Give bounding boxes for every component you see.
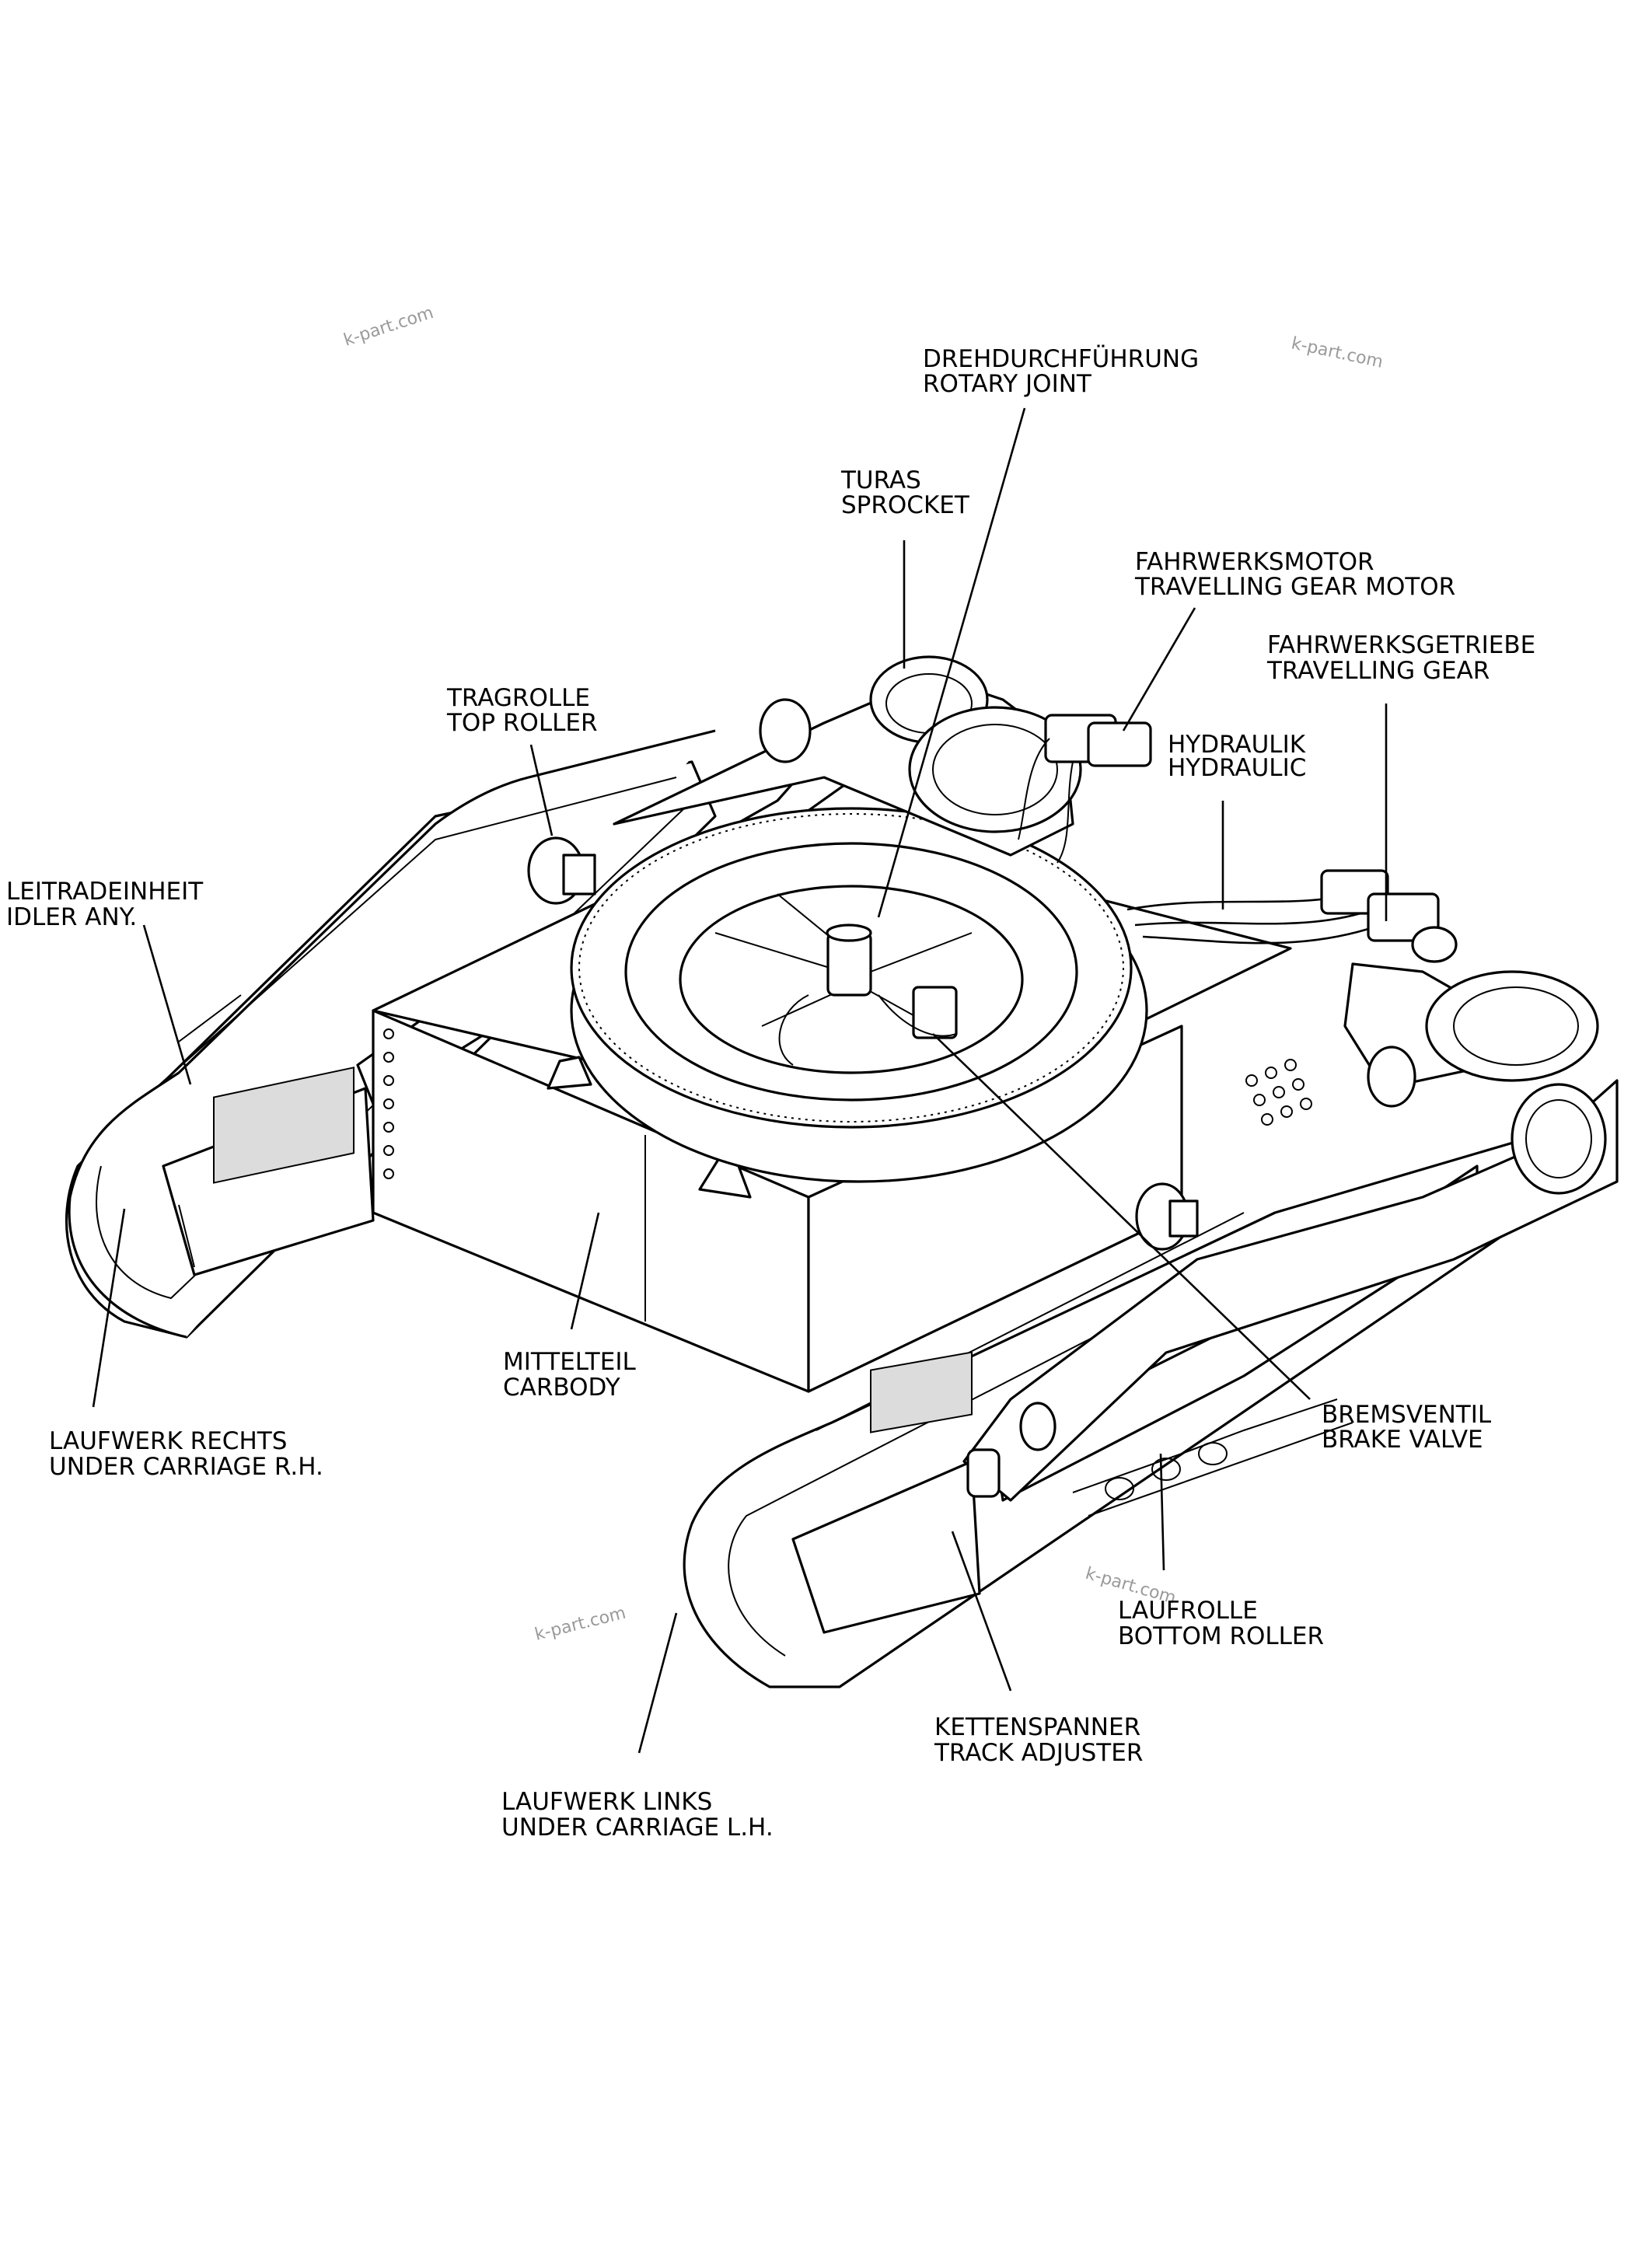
leader-lines bbox=[92, 407, 1388, 1754]
label-travel-gear-en: TRAVELLING GEAR bbox=[1266, 657, 1490, 685]
label-brake-valve-de: BREMSVENTIL bbox=[1322, 1401, 1492, 1429]
label-rotary-joint-de: DREHDURCHFÜHRUNG bbox=[923, 344, 1199, 373]
label-top-roller-de: TRAGROLLE bbox=[446, 684, 590, 712]
label-idler-en: IDLER ANY. bbox=[6, 903, 137, 931]
leader-undercarriage-rh bbox=[92, 1208, 126, 1408]
label-brake-valve-en: BRAKE VALVE bbox=[1322, 1426, 1483, 1454]
label-travel-motor-en: TRAVELLING GEAR MOTOR bbox=[1134, 573, 1455, 601]
leader-carbody bbox=[570, 1212, 600, 1330]
watermark: k-part.com bbox=[1290, 333, 1385, 372]
leader-idler bbox=[142, 924, 192, 1085]
label-undercarriage-rh-de: LAUFWERK RECHTS bbox=[49, 1427, 287, 1455]
label-sprocket-en: SPROCKET bbox=[841, 491, 970, 519]
label-carbody-de: MITTELTEIL bbox=[503, 1348, 636, 1376]
label-track-adjuster-de: KETTENSPANNER bbox=[934, 1713, 1140, 1741]
sprocket-assembly bbox=[527, 655, 1082, 905]
leader-top-roller bbox=[529, 744, 554, 836]
label-bottom-roller-de: LAUFROLLE bbox=[1118, 1597, 1258, 1625]
label-sprocket-de: TURAS bbox=[840, 466, 921, 494]
label-top-roller-en: TOP ROLLER bbox=[446, 709, 598, 737]
label-bottom-roller-en: BOTTOM ROLLER bbox=[1118, 1622, 1324, 1650]
leader-track-adjuster bbox=[951, 1531, 1012, 1692]
label-undercarriage-lh-en: UNDER CARRIAGE L.H. bbox=[501, 1814, 774, 1842]
label-undercarriage-rh-en: UNDER CARRIAGE R.H. bbox=[49, 1453, 323, 1481]
label-rotary-joint-en: ROTARY JOINT bbox=[923, 370, 1092, 398]
side-frame-lh bbox=[962, 1079, 1619, 1502]
track-shoes-rh bbox=[178, 994, 242, 1042]
bottom-rollers bbox=[1072, 1398, 1353, 1517]
idler-lh bbox=[791, 1351, 1057, 1634]
label-hydraulic-en: HYDRAULIC bbox=[1168, 754, 1306, 782]
leader-undercarriage-lh bbox=[637, 1612, 678, 1754]
label-undercarriage-lh-de: LAUFWERK LINKS bbox=[501, 1788, 712, 1816]
machine-drawing bbox=[65, 655, 1619, 1688]
leader-rotary-joint bbox=[877, 407, 1026, 918]
label-carbody-en: CARBODY bbox=[503, 1374, 620, 1402]
label-hydraulic-de: HYDRAULIK bbox=[1168, 731, 1306, 759]
watermark: k-part.com bbox=[341, 303, 436, 351]
leader-travel-motor bbox=[1122, 607, 1196, 731]
idler-rh bbox=[162, 1067, 375, 1276]
label-track-adjuster-en: TRACK ADJUSTER bbox=[934, 1739, 1143, 1767]
watermark: k-part.com bbox=[533, 1604, 627, 1645]
leader-brake-valve bbox=[932, 1033, 1311, 1400]
travel-motor bbox=[1018, 714, 1152, 864]
label-travel-motor-de: FAHRWERKSMOTOR bbox=[1135, 548, 1374, 576]
label-idler-de: LEITRADEINHEIT bbox=[6, 878, 204, 906]
label-travel-gear-de: FAHRWERKSGETRIEBE bbox=[1267, 631, 1535, 659]
leader-bottom-roller bbox=[1159, 1453, 1165, 1571]
rotary-joint bbox=[714, 893, 973, 1066]
callout-labels: DREHDURCHFÜHRUNG ROTARY JOINT TURAS SPRO… bbox=[6, 344, 1535, 1842]
